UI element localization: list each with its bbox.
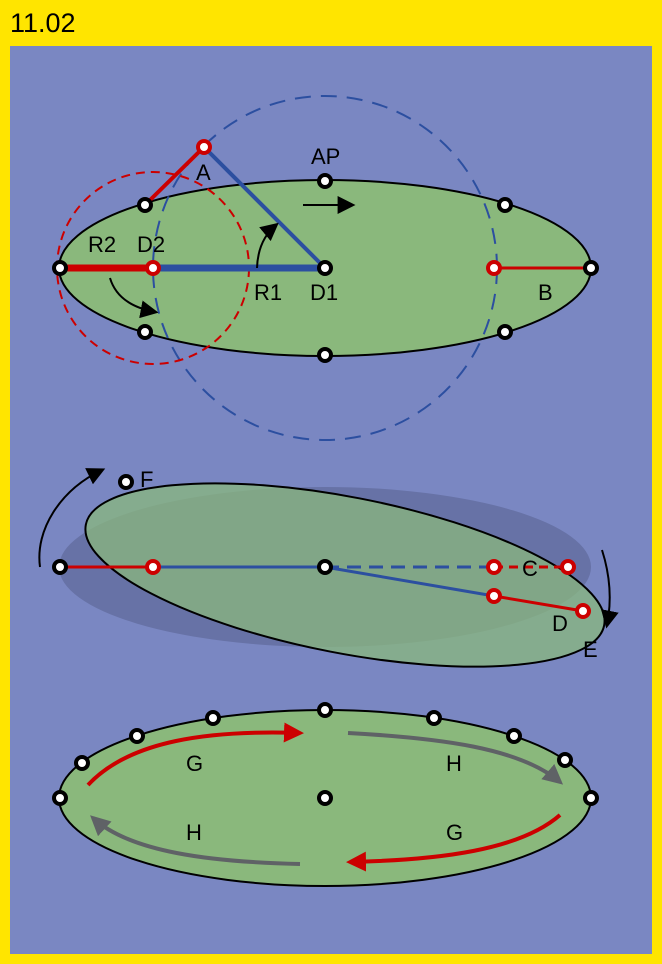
label-d1: D1 [310, 280, 338, 305]
point-focus-left-mid [145, 559, 161, 575]
label-d2: D2 [137, 232, 165, 257]
middle-points [52, 474, 591, 619]
arrow-h-bottom [90, 815, 301, 866]
blue-line-a-d1 [202, 145, 327, 270]
point-upper-right [497, 197, 513, 213]
point-upper-left [137, 197, 153, 213]
label-b: B [538, 280, 553, 305]
point-b-inner [486, 260, 502, 276]
label-a: A [196, 160, 211, 185]
figure-title: 11.02 [10, 8, 76, 38]
rotation-arrow-left [38, 468, 106, 568]
arrow-g-bottom [346, 813, 562, 872]
point-b2 [74, 755, 90, 771]
point-b7 [506, 728, 522, 744]
bottom-points [52, 702, 599, 806]
label-g-top: G [186, 751, 203, 776]
point-e [575, 603, 591, 619]
label-ap: AP [311, 144, 340, 169]
label-c: C [522, 556, 538, 581]
point-b6 [426, 710, 442, 726]
point-a [196, 139, 212, 155]
red-line-a [143, 145, 206, 207]
point-f [118, 474, 134, 490]
point-center-mid [317, 559, 333, 575]
red-line-d [493, 594, 584, 613]
rotation-arrow-r2 [109, 277, 159, 319]
arrow-g-top [86, 722, 304, 787]
arrow-h-top [347, 731, 564, 785]
point-c-outer [560, 559, 576, 575]
middle-diagram: F C D E [38, 467, 619, 668]
point-b3 [129, 728, 145, 744]
point-left-vertex-mid [52, 559, 68, 575]
point-b4 [205, 710, 221, 726]
bottom-diagram: G H H G [52, 702, 599, 887]
point-b-center [317, 790, 333, 806]
point-right-vertex [583, 260, 599, 276]
point-b1 [52, 790, 68, 806]
top-points [52, 139, 599, 363]
point-lower-left [137, 324, 153, 340]
point-b9 [583, 790, 599, 806]
point-bottom [317, 347, 333, 363]
label-h-bottom: H [186, 820, 202, 845]
point-b5 [317, 702, 333, 718]
point-ap [317, 173, 333, 189]
point-left-vertex [52, 260, 68, 276]
label-r1: R1 [254, 280, 282, 305]
top-diagram: A AP R2 D2 R1 D1 B [52, 95, 599, 441]
label-e: E [583, 637, 598, 662]
blue-line-d [324, 565, 495, 598]
label-r2: R2 [88, 232, 116, 257]
rotation-arrow-r1 [256, 222, 279, 269]
point-lower-right [497, 324, 513, 340]
point-d-inner [486, 588, 502, 604]
label-d: D [552, 611, 568, 636]
rotation-arrow-right [600, 549, 619, 629]
point-d1 [317, 260, 333, 276]
label-g-bottom: G [446, 820, 463, 845]
point-b8 [557, 752, 573, 768]
point-d2 [145, 260, 161, 276]
label-h-top: H [446, 751, 462, 776]
label-f: F [140, 467, 153, 492]
point-c-inner [486, 559, 502, 575]
